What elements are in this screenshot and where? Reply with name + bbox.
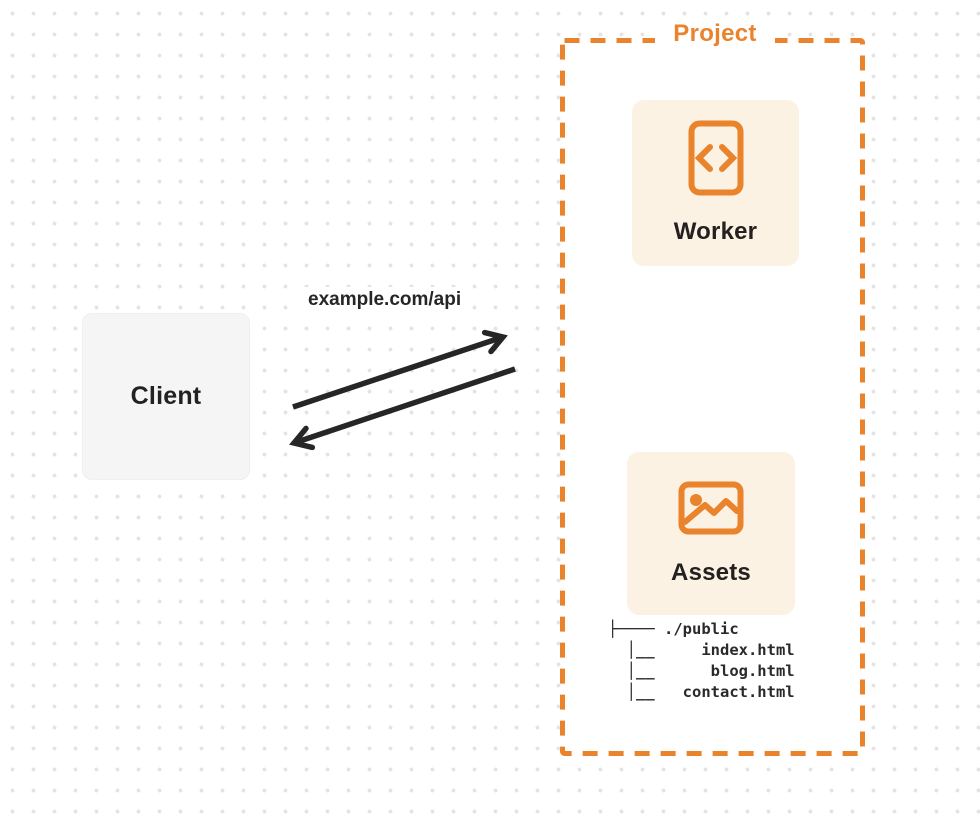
- client-label: Client: [130, 382, 202, 410]
- assets-node: Assets: [627, 452, 795, 615]
- worker-label: Worker: [673, 218, 758, 245]
- assets-label: Assets: [671, 558, 751, 586]
- assets-file-tree: ├──── ./public │__ index.html │__ blog.h…: [608, 620, 795, 701]
- client-node: Client: [82, 313, 250, 480]
- response-arrow: [289, 366, 516, 451]
- code-file-icon: [688, 120, 744, 196]
- request-arrow: [292, 329, 508, 410]
- request-url-label: example.com/api: [300, 287, 470, 313]
- project-label: Project: [655, 19, 775, 50]
- image-icon: [678, 481, 744, 535]
- worker-node: Worker: [632, 100, 799, 266]
